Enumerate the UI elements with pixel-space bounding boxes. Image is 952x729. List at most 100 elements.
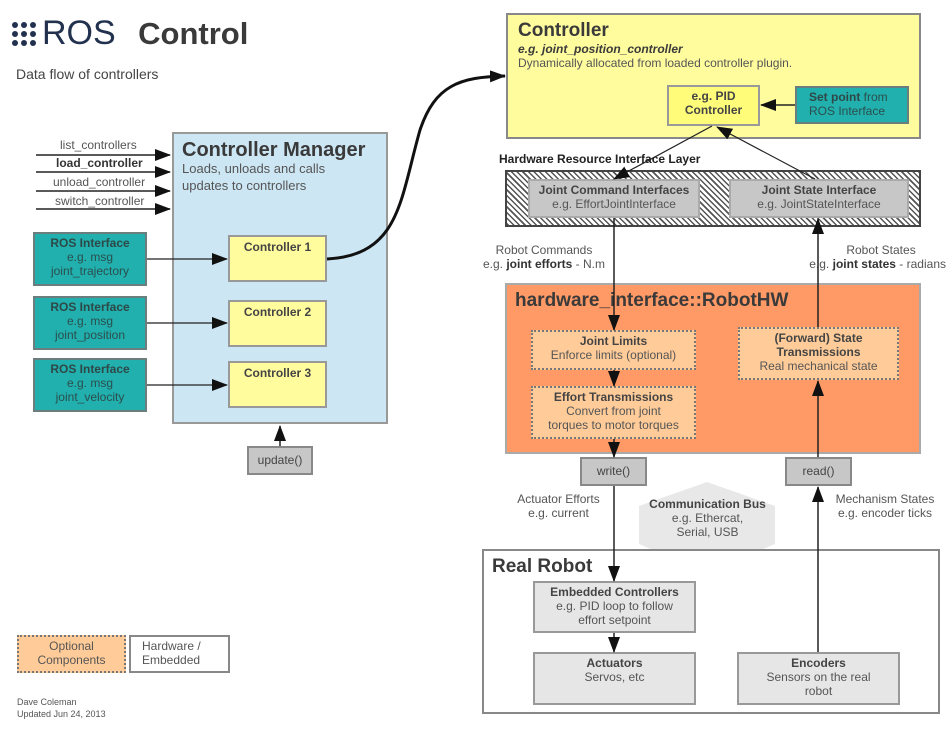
legend-hardware-line1: Hardware /: [142, 639, 201, 653]
communication-bus-title: Communication Bus: [649, 497, 766, 511]
encoders-desc-2: robot: [804, 683, 833, 698]
read-box[interactable]: read(): [785, 457, 852, 486]
ros-interface-3-title: ROS Interface: [50, 362, 130, 376]
controller-3-label: Controller 3: [243, 366, 312, 380]
read-label: read(): [802, 464, 835, 478]
actuators-title: Actuators: [586, 656, 643, 670]
encoders-desc-1: Sensors on the real: [766, 669, 871, 684]
footer-author: Dave Coleman: [17, 697, 77, 707]
setpoint-rest: from: [860, 90, 888, 104]
ros-interface-1-line1: e.g. msg: [66, 249, 114, 264]
effort-transmissions-desc-1: Convert from joint: [566, 403, 661, 418]
ros-interface-1-title: ROS Interface: [50, 236, 130, 250]
effort-transmissions-desc-2: torques to motor torques: [548, 417, 679, 432]
effort-transmissions-box[interactable]: Effort Transmissions Convert from joint …: [531, 386, 696, 439]
actuators-box[interactable]: Actuators Servos, etc: [533, 652, 696, 705]
robot-commands-eg: e.g.: [482, 256, 507, 271]
ros-interface-3-line2: joint_velocity: [55, 389, 125, 404]
controller-3-box[interactable]: Controller 3: [228, 361, 327, 408]
ros-logo-icon: [12, 21, 36, 46]
service-call-unload-controller: unload_controller: [53, 175, 146, 189]
communication-bus-line1: e.g. Ethercat,: [671, 510, 744, 525]
communication-bus-label: Communication Bus e.g. Ethercat, Serial,…: [635, 497, 780, 539]
setpoint-box[interactable]: Set point from ROS Interface: [795, 86, 909, 124]
ros-interface-1[interactable]: ROS Interface e.g. msg joint_trajectory: [33, 232, 147, 286]
ros-interface-3[interactable]: ROS Interface e.g. msg joint_velocity: [33, 358, 147, 412]
controller-manager-title: Controller Manager: [182, 139, 366, 161]
page-subtitle: Data flow of controllers: [16, 66, 159, 82]
controller-1-label: Controller 1: [243, 240, 312, 254]
robot-commands-label: Robot Commands e.g. joint efforts - N.m: [474, 243, 614, 272]
ros-interface-2[interactable]: ROS Interface e.g. msg joint_position: [33, 296, 147, 350]
joint-command-example: e.g. EffortJointInterface: [552, 196, 676, 211]
header: ROS Control: [12, 14, 248, 54]
actuator-efforts-title: Actuator Efforts: [517, 492, 600, 506]
legend-optional: Optional Components: [17, 635, 126, 673]
mechanism-states-label: Mechanism States e.g. encoder ticks: [826, 492, 944, 521]
ros-interface-1-line2: joint_trajectory: [50, 263, 130, 278]
joint-limits-box[interactable]: Joint Limits Enforce limits (optional): [531, 330, 696, 370]
actuator-efforts-eg: e.g. current: [528, 505, 589, 520]
joint-command-interfaces-box[interactable]: Joint Command Interfaces e.g. EffortJoin…: [528, 179, 700, 218]
service-call-switch-controller: switch_controller: [55, 194, 145, 208]
robot-commands-unit: - N.m: [572, 256, 606, 271]
ros-interface-2-line2: joint_position: [54, 327, 126, 342]
update-label: update(): [257, 453, 303, 467]
controller-title: Controller: [518, 20, 609, 41]
state-transmissions-title-2: Transmissions: [776, 344, 861, 359]
legend-hardware: Hardware / Embedded: [129, 635, 230, 673]
joint-state-title: Joint State Interface: [761, 183, 877, 197]
controller-manager-desc-1: Loads, unloads and calls: [182, 161, 326, 176]
controller-2-box[interactable]: Controller 2: [228, 300, 327, 347]
embedded-controllers-box[interactable]: Embedded Controllers e.g. PID loop to fo…: [533, 581, 696, 633]
embedded-controllers-desc-2: effort setpoint: [578, 612, 651, 627]
state-transmissions-box[interactable]: (Forward) State Transmissions Real mecha…: [738, 327, 899, 380]
joint-command-title: Joint Command Interfaces: [538, 183, 690, 197]
joint-limits-desc: Enforce limits (optional): [550, 347, 677, 362]
joint-state-example: e.g. JointStateInterface: [757, 196, 881, 211]
encoders-title: Encoders: [791, 656, 846, 670]
effort-transmissions-title: Effort Transmissions: [553, 390, 674, 404]
pid-controller-box[interactable]: e.g. PID Controller: [667, 85, 760, 126]
controller-manager-desc-2: updates to controllers: [182, 178, 307, 193]
setpoint-bold: Set point: [809, 90, 861, 104]
pid-controller-line2: Controller: [684, 102, 743, 117]
embedded-controllers-title: Embedded Controllers: [550, 585, 679, 599]
pid-controller-line1: e.g. PID: [691, 89, 736, 103]
joint-state-interface-box[interactable]: Joint State Interface e.g. JointStateInt…: [729, 179, 909, 218]
service-call-load-controller: load_controller: [56, 156, 143, 170]
controller-desc: Dynamically allocated from loaded contro…: [518, 56, 793, 70]
ros-logo-text: ROS: [42, 14, 116, 52]
encoders-box[interactable]: Encoders Sensors on the real robot: [737, 652, 900, 705]
robot-hw-title: hardware_interface::RobotHW: [515, 290, 789, 311]
write-label: write(): [596, 464, 631, 478]
state-transmissions-desc: Real mechanical state: [759, 358, 878, 373]
robot-commands-bold: joint efforts: [506, 256, 573, 271]
legend-optional-line1: Optional: [49, 639, 94, 653]
mechanism-states-eg: e.g. encoder ticks: [837, 505, 933, 520]
robot-states-eg: e.g.: [809, 256, 833, 271]
mechanism-states-title: Mechanism States: [835, 492, 935, 506]
robot-states-unit: - radians: [895, 256, 946, 271]
embedded-controllers-desc-1: e.g. PID loop to follow: [556, 598, 673, 613]
footer-updated: Updated Jun 24, 2013: [17, 709, 106, 719]
real-robot-title: Real Robot: [492, 556, 593, 577]
ros-interface-2-line1: e.g. msg: [66, 313, 114, 328]
state-transmissions-title-1: (Forward) State: [774, 331, 863, 345]
robot-states-bold: joint states: [832, 256, 896, 271]
page-title: Control: [138, 15, 249, 51]
communication-bus-line2: Serial, USB: [676, 524, 739, 539]
update-box[interactable]: update(): [247, 446, 313, 475]
actuators-desc: Servos, etc: [584, 669, 645, 684]
ros-interface-2-title: ROS Interface: [50, 300, 130, 314]
controller-2-label: Controller 2: [243, 305, 312, 319]
robot-states-label: Robot States e.g. joint states - radians: [796, 243, 946, 272]
service-call-list-controllers: list_controllers: [60, 138, 137, 152]
robot-states-title: Robot States: [846, 243, 916, 257]
robot-commands-title: Robot Commands: [495, 243, 593, 257]
write-box[interactable]: write(): [580, 457, 647, 486]
controller-1-box[interactable]: Controller 1: [228, 235, 327, 282]
ros-interface-3-line1: e.g. msg: [66, 375, 114, 390]
actuator-efforts-label: Actuator Efforts e.g. current: [506, 492, 611, 521]
controller-example: e.g. joint_position_controller: [518, 42, 683, 56]
